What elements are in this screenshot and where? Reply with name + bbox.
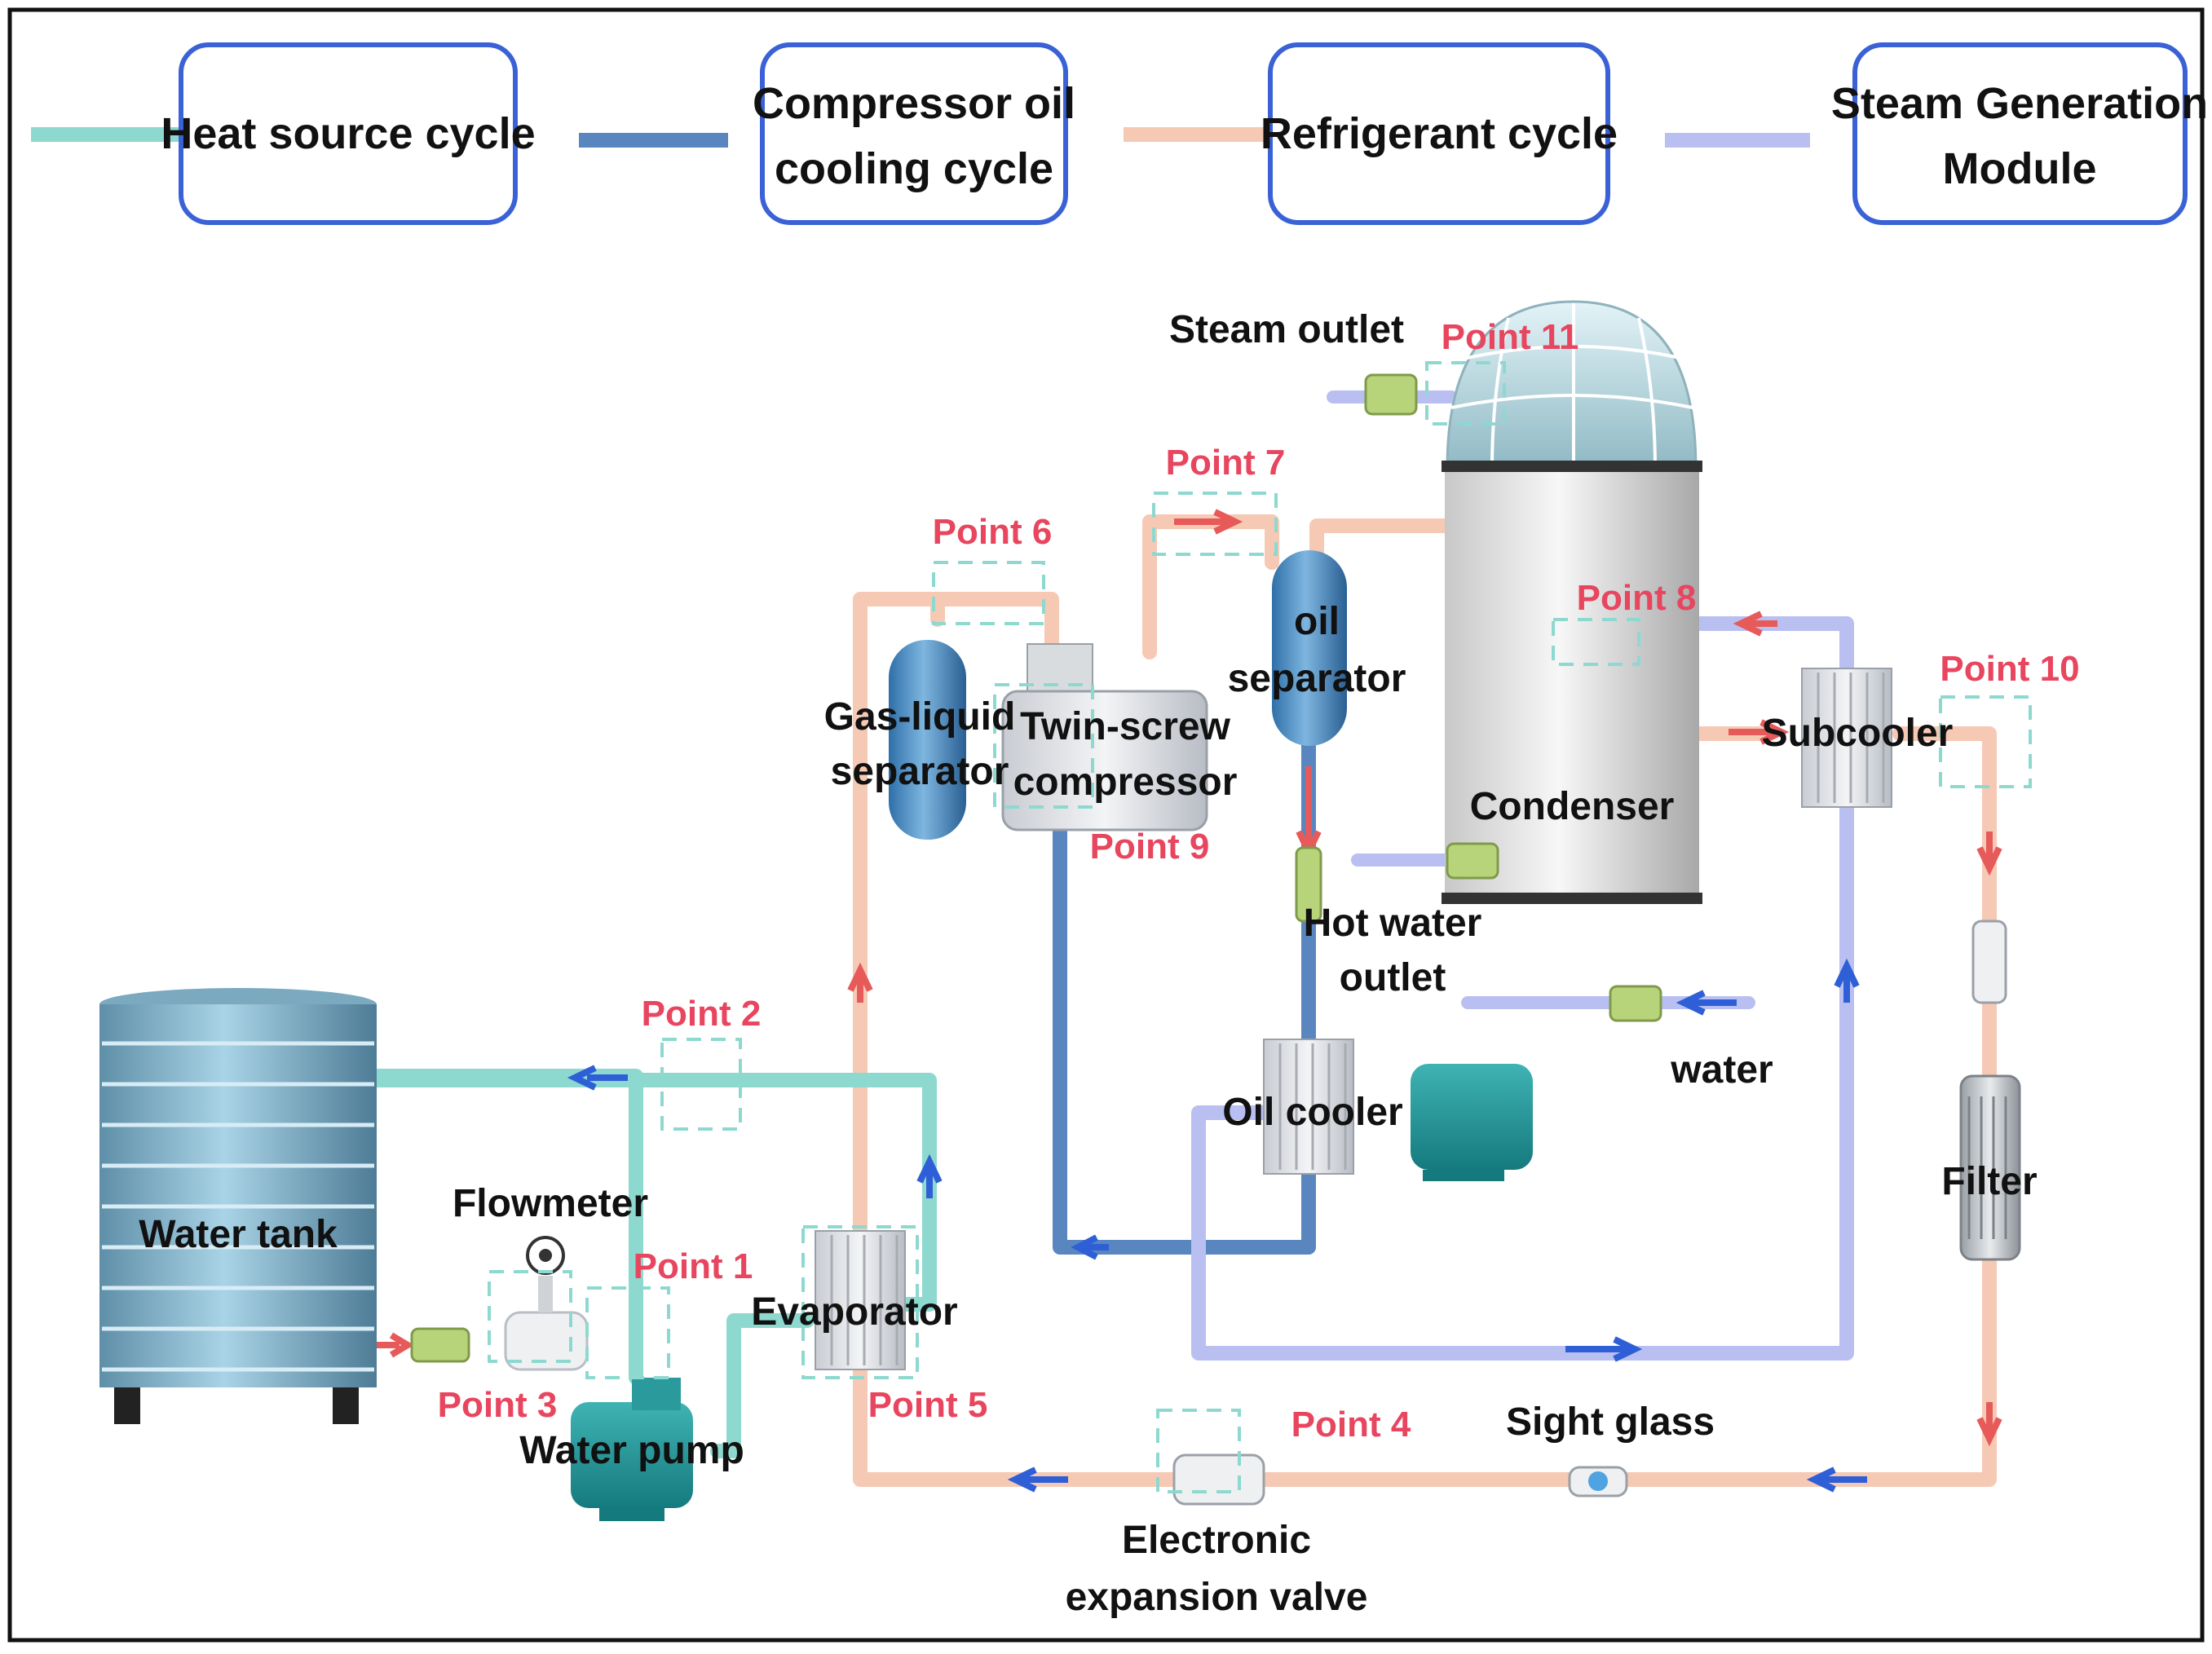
point-labels: Point 1 Point 2 Point 3 Point 4 Point 5 … [438, 317, 2080, 1444]
point-2-label: Point 2 [642, 994, 762, 1034]
arrow-red-steam-feed [1733, 611, 1777, 637]
legend-oil-label-2: cooling cycle [775, 144, 1053, 193]
label-water-tank: Water tank [139, 1213, 338, 1256]
hot-water-valve [1446, 842, 1499, 880]
filter-inlet-valve [1971, 920, 2007, 1004]
label-subcooler: Subcooler [1762, 712, 1954, 755]
legend-heat-source-label: Heat source cycle [161, 109, 535, 158]
label-flowmeter: Flowmeter [453, 1182, 648, 1225]
arrow-blue-evaporator-out [916, 1153, 943, 1198]
legend-oil-label-1: Compressor oil [753, 79, 1075, 128]
legend: Heat source cycle Compressor oil cooling… [31, 42, 2208, 225]
arrow-blue-sightglass [1806, 1467, 1867, 1493]
point-1-box [585, 1286, 670, 1379]
label-compressor-2: compressor [1013, 761, 1238, 804]
label-eev-2: expansion valve [1066, 1576, 1368, 1619]
arrow-blue-water-in [1676, 990, 1737, 1016]
label-oil-separator-1: oil [1294, 600, 1340, 643]
oil-cooler-device [1263, 1039, 1354, 1175]
point-5-box [801, 1225, 919, 1379]
arrow-red-to-subcooler [1729, 719, 1790, 745]
pipe-steam-feed [1191, 616, 1854, 1361]
point-4-box [1156, 1409, 1241, 1493]
point-3-box [488, 1270, 572, 1363]
point-7-box [1152, 492, 1278, 556]
point-4-label: Point 4 [1291, 1405, 1411, 1444]
twin-screw-compressor-device [1001, 643, 1208, 831]
component-labels: Water tank Flowmeter Water pump Evaporat… [139, 308, 2037, 1619]
point-10-box [1939, 695, 2032, 788]
arrow-blue-steam-bottom [1565, 1336, 1643, 1362]
point-9-label: Point 9 [1090, 827, 1210, 867]
pipe-refrigerant-subcooler-to-evaporator [853, 726, 1997, 1487]
arrow-blue-steam-up [1834, 958, 1860, 1003]
point-10-label: Point 10 [1940, 649, 2079, 689]
legend-refrigerant-box [1268, 42, 1610, 225]
legend-oil-box [760, 42, 1068, 225]
point-5-label: Point 5 [868, 1385, 988, 1425]
arrow-blue-oil-return [1071, 1234, 1109, 1260]
label-sight-glass: Sight glass [1506, 1400, 1715, 1444]
oil-separator-device [1272, 550, 1347, 746]
flowmeter-device [410, 1236, 589, 1371]
gas-liquid-separator-device [889, 640, 966, 840]
label-filter: Filter [1941, 1160, 2037, 1203]
label-condenser: Condenser [1470, 785, 1675, 828]
measurement-point-boxes [488, 361, 2032, 1493]
water-inlet-valve [1609, 985, 1662, 1022]
point-11-label: Point 11 [1442, 317, 1579, 357]
oil-line-valve [1295, 846, 1322, 923]
point-2-box [660, 1038, 742, 1131]
legend-steam-label-2: Module [1943, 144, 2097, 193]
sight-glass-window [1588, 1471, 1608, 1491]
evaporator-device [815, 1230, 906, 1370]
label-hot-water-2: outlet [1340, 956, 1446, 999]
pipe-oil-cycle [1053, 718, 1316, 1255]
label-eev-1: Electronic [1122, 1519, 1311, 1562]
legend-steam-label-1: Steam Generation [1831, 79, 2208, 128]
arrow-red-point10-down [1976, 831, 2002, 876]
point-1-label: Point 1 [634, 1246, 753, 1286]
label-oil-cooler: Oil cooler [1222, 1091, 1402, 1134]
arrow-red-discharge [1174, 509, 1243, 535]
electronic-expansion-valve-body [1172, 1453, 1265, 1506]
label-gas-liquid-1: Gas-liquid [824, 695, 1016, 739]
legend-refrigerant-label: Refrigerant cycle [1261, 109, 1618, 158]
point-11-box [1425, 361, 1506, 426]
point-8-box [1552, 618, 1640, 666]
steam-outlet-valve [1364, 373, 1418, 416]
label-water-pump: Water pump [519, 1429, 744, 1472]
label-water: water [1670, 1048, 1773, 1092]
point-6-label: Point 6 [933, 512, 1053, 552]
water-pump-device [571, 1378, 693, 1521]
arrow-red-evaporator-up [847, 962, 873, 1003]
point-6-box [932, 561, 1045, 625]
steam-pump-device [1411, 1064, 1533, 1181]
label-compressor-1: Twin-screw [1020, 705, 1231, 748]
pipe-heat-pump-to-evaporator [710, 1313, 815, 1458]
label-steam-outlet: Steam outlet [1169, 308, 1404, 351]
subcooler-device [1801, 668, 1892, 808]
label-gas-liquid-2: separator [831, 750, 1009, 793]
point-9-box [993, 683, 1094, 809]
filter-device [1959, 1074, 2021, 1261]
label-oil-separator-2: separator [1228, 657, 1406, 700]
arrow-blue-to-tank [567, 1065, 628, 1091]
arrow-blue-eev [1007, 1467, 1068, 1493]
point-7-label: Point 7 [1166, 443, 1286, 483]
legend-heat-source-box [179, 42, 518, 225]
label-evaporator: Evaporator [751, 1290, 957, 1334]
point-3-label: Point 3 [438, 1385, 558, 1425]
label-hot-water-1: Hot water [1304, 902, 1482, 945]
legend-steam-box [1852, 42, 2188, 225]
flow-arrows [371, 509, 2002, 1493]
pipe-refrigerant-separator-to-compressor [930, 592, 1059, 651]
water-tank [99, 988, 377, 1424]
point-8-label: Point 8 [1577, 578, 1697, 618]
arrow-red-filter-down [1976, 1402, 2002, 1447]
condenser-device [1442, 300, 1702, 904]
